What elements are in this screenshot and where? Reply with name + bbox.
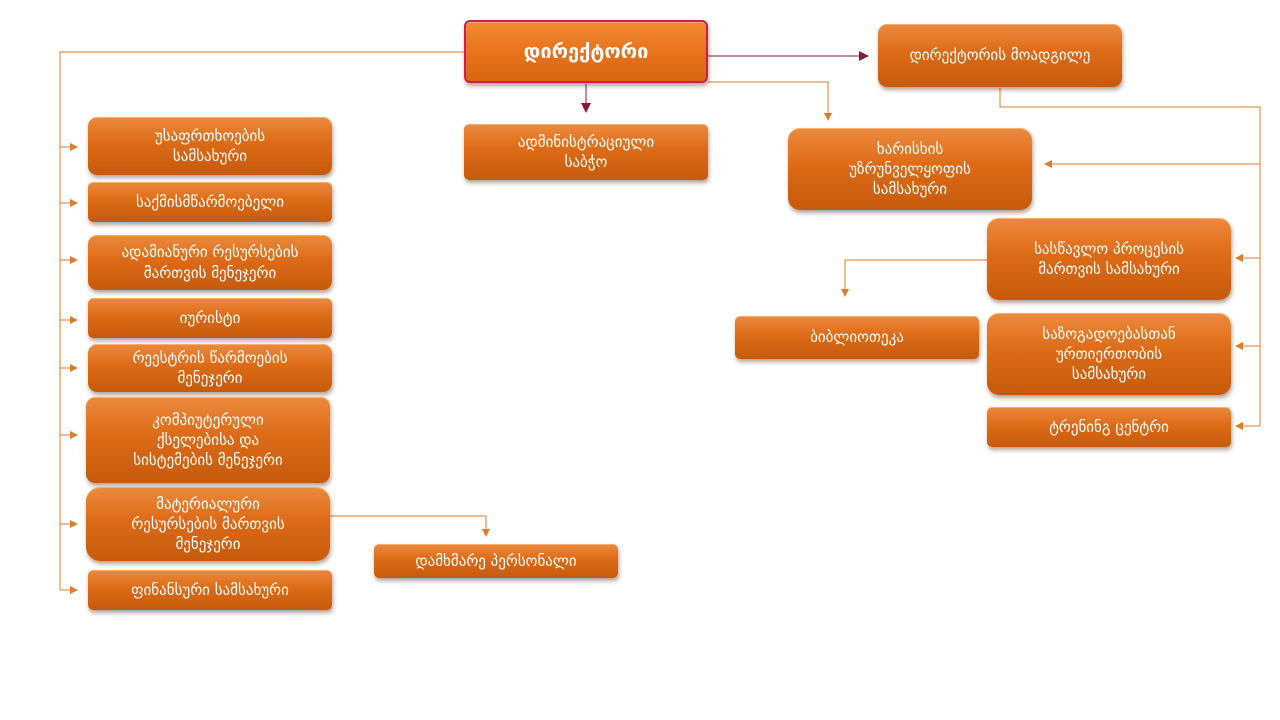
finance-service-box: ფინანსური სამსახური — [88, 570, 332, 610]
registry-manager-box: რეესტრის წარმოების მენეჯერი — [88, 344, 332, 392]
library-box: ბიბლიოთეკა — [735, 316, 979, 359]
clerk-box: საქმისმწარმოებელი — [88, 182, 332, 222]
material-resources-box: მატერიალური რესურსების მართვის მენეჯერი — [86, 487, 330, 561]
arrow-to-quality — [708, 81, 832, 121]
training-center-box: ტრენინგ ცენტრი — [987, 407, 1231, 447]
quality-assurance-box: ხარისხის უზრუნველყოფის სამსახური — [788, 128, 1032, 210]
deputy-box: დირექტორის მოადგილე — [878, 24, 1122, 87]
admin-council-box: ადმინისტრაციული საბჭო — [464, 124, 708, 180]
learning-process-box: სასწავლო პროცესის მართვის სამსახური — [987, 218, 1231, 300]
security-service-box: უსაფრთხოების სამსახური — [88, 117, 332, 175]
it-manager-box: კომპიუტერული ქსელებისა და სისტემების მენ… — [86, 397, 330, 483]
public-relations-box: საზოგადოებასთან ურთიერთობის სამსახური — [987, 313, 1231, 395]
arrow-to-library — [841, 259, 987, 297]
arrow-to-support-staff — [330, 515, 490, 537]
hr-manager-box: ადამიანური რესურსების მართვის მენეჯერი — [88, 235, 332, 290]
lawyer-box: იურისტი — [88, 298, 332, 338]
support-staff-box: დამხმარე პერსონალი — [374, 544, 618, 578]
director-box: დირექტორი — [464, 20, 708, 83]
